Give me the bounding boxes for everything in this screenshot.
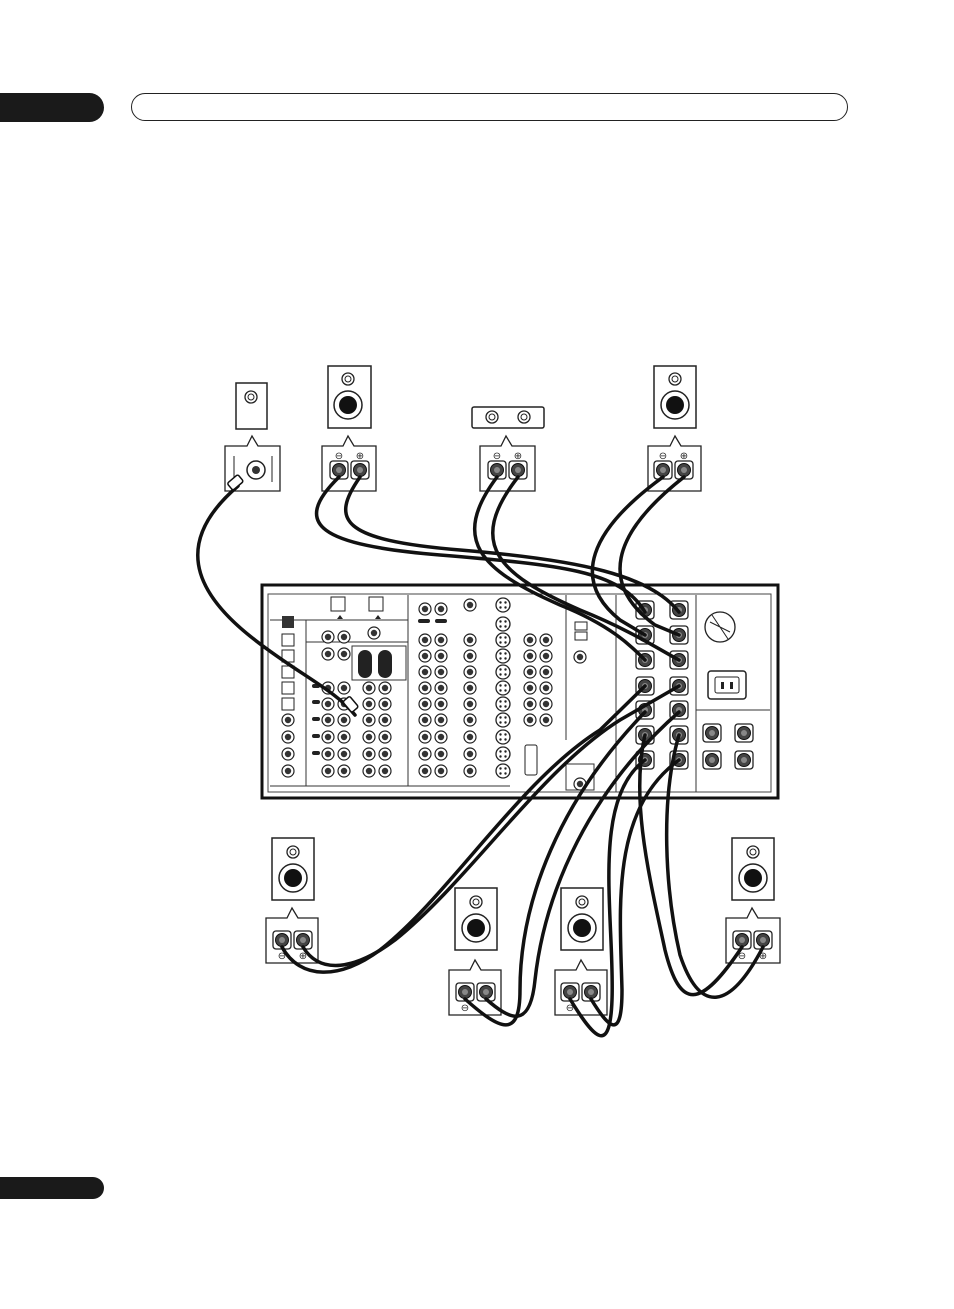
subwoofer	[225, 383, 280, 491]
svg-text:⊖: ⊖	[461, 1003, 469, 1014]
front-left-speaker: ⊖ ⊕	[322, 366, 376, 491]
surround-right-speaker: ⊖ ⊕	[726, 838, 780, 963]
front-right-speaker: ⊖ ⊕	[648, 366, 701, 491]
surround-left-speaker: ⊖ ⊕	[266, 838, 318, 963]
receiver-rear-panel	[262, 585, 778, 798]
center-speaker: ⊖ ⊕	[472, 407, 544, 491]
voltage-selector	[705, 612, 735, 642]
ac-inlet	[708, 671, 746, 699]
surround-back-right-speaker: ⊖	[555, 888, 607, 1015]
surround-back-left-speaker: ⊖	[449, 888, 501, 1015]
